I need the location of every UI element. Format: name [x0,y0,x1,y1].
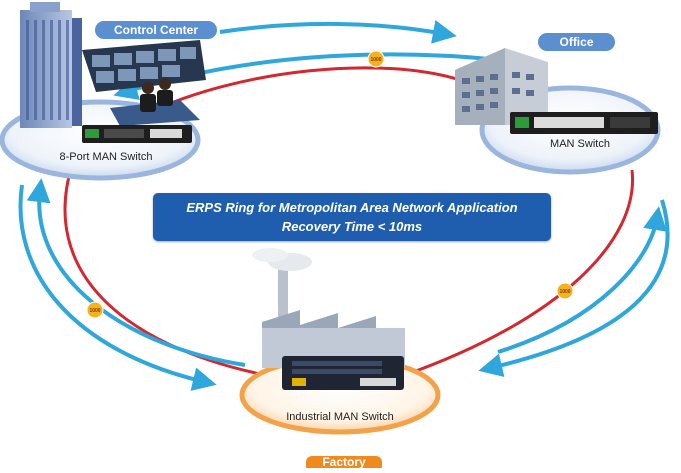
control-center-building-icon [20,2,82,128]
control-center-device-label: 8-Port MAN Switch [59,151,153,163]
erps-banner: ERPS Ring for Metropolitan Area Network … [153,193,551,241]
control-center-title: Control Center [95,21,217,39]
ring-link-cc-office [149,66,461,114]
office-title: Office [538,33,615,51]
office-device-label: MAN Switch [550,138,610,150]
link-speed-badge: 1000 [367,50,385,68]
banner-line-2: Recovery Time < 10ms [281,219,423,234]
arrow-factory-to-office [497,206,667,354]
factory-device-label: Industrial MAN Switch [286,411,394,423]
control-room-monitors-icon [82,40,206,126]
arrow-cc-to-office [219,20,457,44]
svg-text:1000: 1000 [370,57,381,63]
office-building-icon [455,48,548,125]
link-speed-badge: 1000 [86,301,104,319]
arrow-office-down [478,199,670,377]
industrial-switch-icon [282,356,404,390]
link-speed-badge: 1000 [556,282,574,300]
banner-line-1: ERPS Ring for Metropolitan Area Network … [186,200,518,215]
svg-text:1000: 1000 [89,308,100,314]
ring-link-factory-cc [63,164,266,377]
arrow-factory-to-cc [26,178,246,367]
arrow-cc-down [18,184,217,391]
factory-building-icon [252,248,405,368]
8-port-switch-icon [82,125,192,143]
ring-link-office-factory [404,169,635,377]
man-switch-icon [510,112,658,134]
factory-title: Factory [306,456,382,468]
svg-text:1000: 1000 [559,289,570,295]
